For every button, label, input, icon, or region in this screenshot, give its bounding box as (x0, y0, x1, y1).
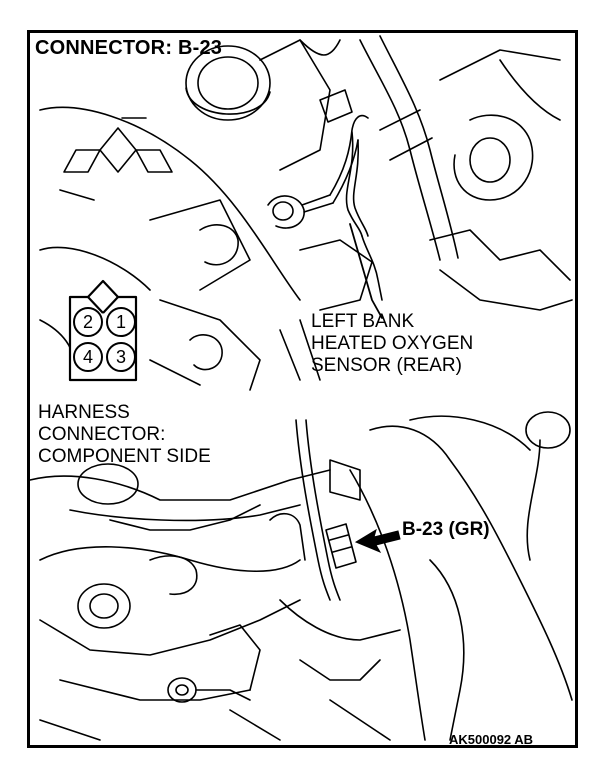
lower-engine-drawing (29, 411, 573, 741)
figure-frame (27, 30, 578, 748)
sensor-leader-line (349, 223, 383, 319)
harness-label-line: CONNECTOR: (38, 424, 166, 445)
mitsubishi-logo-icon (59, 117, 173, 201)
figure-code: AK500092 AB (449, 732, 534, 747)
connector-pin-4: 4 (73, 342, 103, 372)
connector-callout: B-23 (GR) (402, 519, 490, 540)
upper-engine-drawing (39, 35, 573, 391)
connector-pin-3: 3 (106, 342, 136, 372)
connector-pin-1: 1 (106, 307, 136, 337)
connector-pin-2: 2 (73, 307, 103, 337)
arrow-icon (354, 528, 401, 554)
connector-title: CONNECTOR: B-23 (35, 37, 223, 59)
sensor-label-line: HEATED OXYGEN (311, 333, 474, 354)
harness-label-line: COMPONENT SIDE (38, 446, 211, 467)
sensor-label-line: SENSOR (REAR) (311, 355, 462, 376)
harness-label-line: HARNESS (38, 402, 130, 423)
sensor-label: LEFT BANK HEATED OXYGEN SENSOR (REAR) (311, 311, 473, 377)
sensor-label-line: LEFT BANK (311, 311, 415, 332)
harness-connector-label: HARNESS CONNECTOR: COMPONENT SIDE (38, 402, 211, 468)
